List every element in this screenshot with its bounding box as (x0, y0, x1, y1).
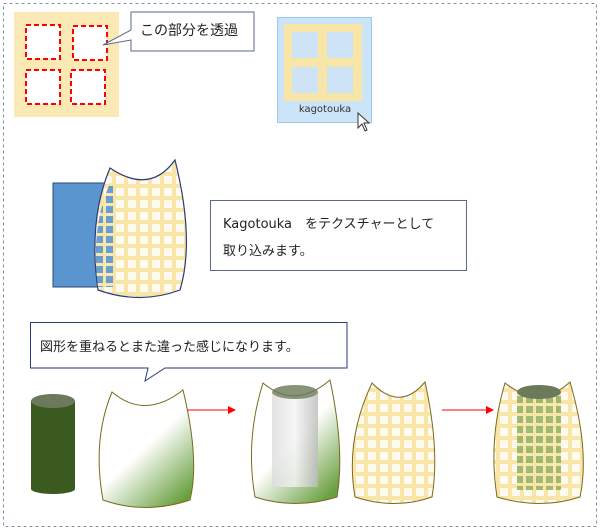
gradient-cloth-shape (98, 389, 195, 508)
cursor-icon (357, 111, 371, 132)
texture-file-icon (284, 24, 362, 101)
textured-cloth-shape-2 (351, 380, 436, 504)
cylinder-shape (31, 394, 75, 494)
overlap-region (95, 183, 113, 287)
arrow-2 (442, 406, 494, 414)
callout-top-shape (102, 11, 255, 52)
info-box: Kagotouka をテクスチャーとして 取り込みます。 (210, 200, 467, 271)
info-line-1: Kagotouka をテクスチャーとして (223, 217, 435, 232)
frame-border (3, 3, 597, 527)
info-line-2: 取り込みます。 (223, 244, 313, 259)
callout-bottom-shape (30, 322, 348, 383)
callout-bottom-text: 図形を重ねるとまた違った感じになります。 (40, 340, 299, 355)
inner-cylinder (272, 385, 318, 487)
callout-top-text: この部分を透過 (140, 23, 238, 39)
combined-texture-overlap (517, 392, 561, 490)
textured-cloth-shape (94, 158, 188, 299)
cylinder-top (517, 385, 561, 399)
arrow-1 (187, 406, 236, 414)
icon-label[interactable]: kagotouka (298, 104, 352, 115)
lattice-sample (14, 12, 119, 117)
